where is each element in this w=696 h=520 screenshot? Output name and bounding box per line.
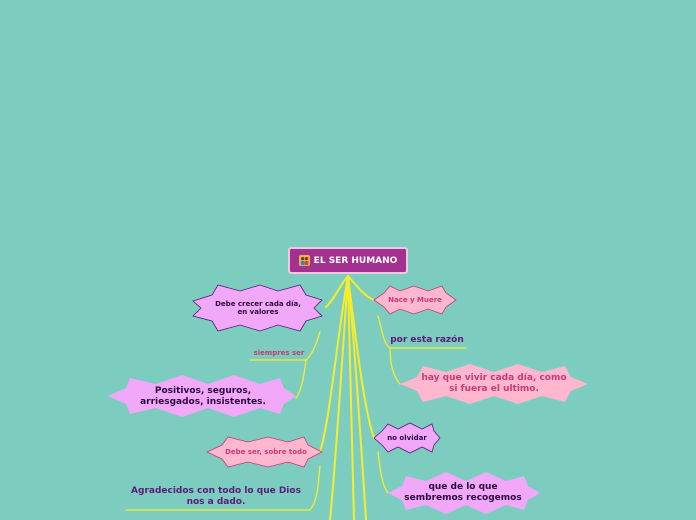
node-olvidar-label: no olvidar xyxy=(387,433,427,442)
node-recogemos-shape xyxy=(388,472,540,514)
connector-central-down-2 xyxy=(347,275,355,520)
node-siempre[interactable]: siempres ser xyxy=(250,347,308,359)
node-valores-shape xyxy=(192,284,323,332)
node-positivos-label: Positivos, seguros, arriesgados, insiste… xyxy=(140,386,266,407)
connector-central-nace xyxy=(347,275,375,301)
connector-razon-vivir xyxy=(389,347,401,385)
node-nace-label: Nace y Muere xyxy=(388,295,442,304)
connector-central-down-1 xyxy=(329,275,349,520)
node-olvidar-shape xyxy=(373,422,441,454)
node-razon-label: por esta razón xyxy=(390,335,464,346)
node-valores[interactable]: Debe crecer cada día, en valores xyxy=(210,296,306,320)
node-sobre[interactable]: Debe ser, sobre todo xyxy=(218,445,314,459)
node-agradecidos-label: Agradecidos con todo lo que Dios nos a d… xyxy=(131,486,301,507)
node-positivos-shape xyxy=(108,375,296,417)
node-agradecidos[interactable]: Agradecidos con todo lo que Dios nos a d… xyxy=(126,485,306,509)
node-sobre-shape xyxy=(206,436,323,468)
central-topic-label: EL SER HUMANO xyxy=(313,255,398,266)
node-positivos[interactable]: Positivos, seguros, arriesgados, insiste… xyxy=(130,384,276,410)
node-nace-shape xyxy=(373,285,457,315)
connector-siempre-positivos xyxy=(295,359,307,399)
connector-sobre-agradecidos xyxy=(125,465,321,511)
node-vivir-shape xyxy=(400,364,588,404)
central-topic[interactable]: EL SER HUMANO xyxy=(288,247,408,274)
connector-central-sobre xyxy=(319,275,349,453)
node-siempre-label: siempres ser xyxy=(253,348,305,357)
node-recogemos[interactable]: que de lo que sembremos recogemos xyxy=(400,480,526,506)
node-vivir[interactable]: hay que vivir cada día, como si fuera el… xyxy=(416,372,572,396)
people-icon xyxy=(298,255,310,266)
node-nace[interactable]: Nace y Muere xyxy=(382,293,448,307)
node-vivir-label: hay que vivir cada día, como si fuera el… xyxy=(421,373,567,394)
node-olvidar[interactable]: no olvidar xyxy=(380,431,434,445)
connector-central-valores xyxy=(325,275,349,308)
node-sobre-label: Debe ser, sobre todo xyxy=(225,447,307,456)
node-valores-label: Debe crecer cada día, en valores xyxy=(215,299,301,316)
connector-olvidar-recogemos xyxy=(377,451,389,494)
connector-central-down-3 xyxy=(347,275,367,520)
node-razon[interactable]: por esta razón xyxy=(388,334,466,347)
node-recogemos-label: que de lo que sembremos recogemos xyxy=(404,482,522,503)
